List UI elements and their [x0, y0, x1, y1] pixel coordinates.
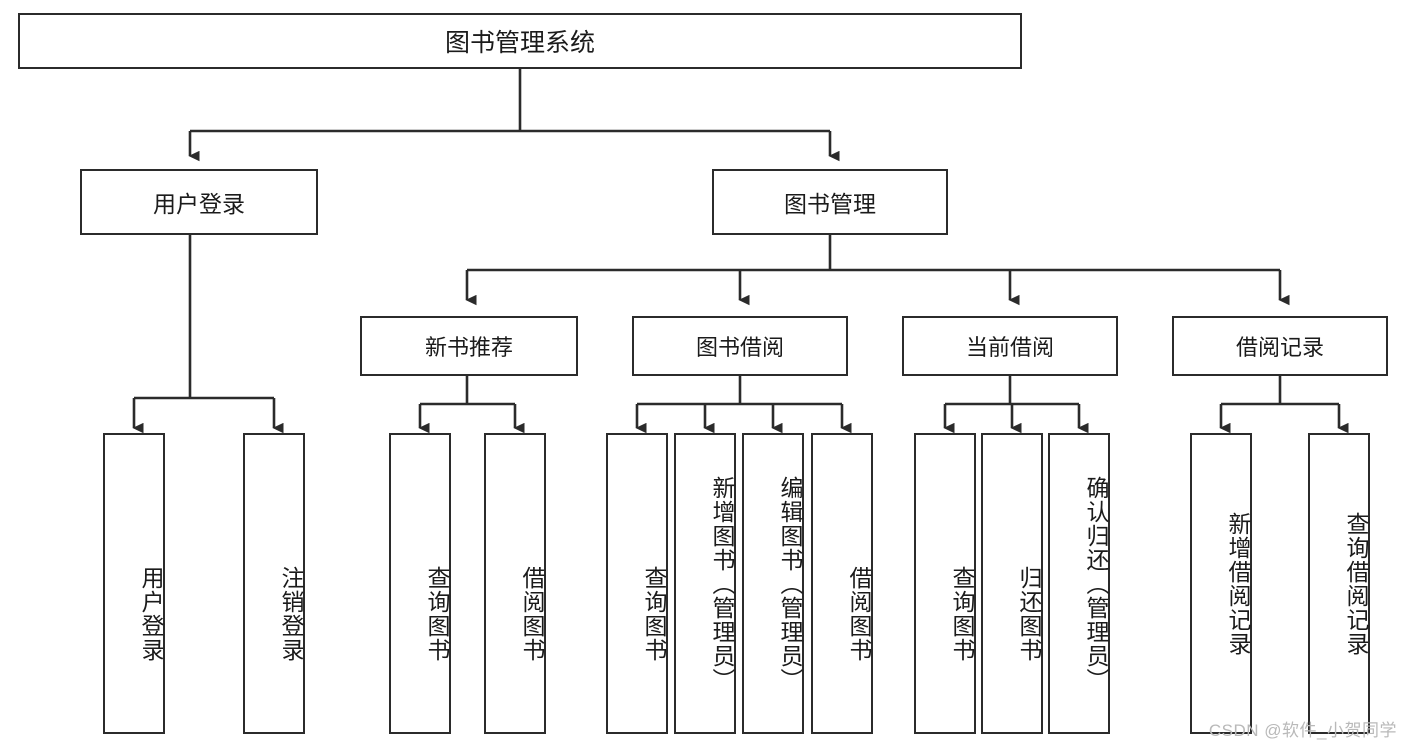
- node-book-management[interactable]: 图书管理: [712, 169, 948, 235]
- node-leaf-borrow-book-recommend[interactable]: 借阅图书: [484, 433, 546, 734]
- watermark: CSDN @软件_小贺同学: [1208, 721, 1397, 740]
- node-leaf-query-book-borrow[interactable]: 查询图书: [606, 433, 668, 734]
- node-leaf-return-book[interactable]: 归还图书: [981, 433, 1043, 734]
- node-leaf-borrow-book[interactable]: 借阅图书: [811, 433, 873, 734]
- node-label: 查询图书: [424, 565, 450, 662]
- node-book-borrow[interactable]: 图书借阅: [632, 316, 848, 376]
- node-label: 借阅记录: [1235, 335, 1324, 360]
- node-label: 借阅图书: [519, 565, 545, 662]
- node-leaf-query-book-recommend[interactable]: 查询图书: [389, 433, 451, 734]
- node-new-book-recommend[interactable]: 新书推荐: [360, 316, 578, 376]
- node-label: 查询图书: [641, 565, 667, 662]
- node-leaf-add-book-admin[interactable]: 新增图书（管理员）: [674, 433, 736, 734]
- node-label: 归还图书: [1016, 565, 1042, 662]
- node-label: 新增图书（管理员）: [709, 475, 735, 692]
- node-root-book-management-system[interactable]: 图书管理系统: [18, 13, 1022, 69]
- node-label: 图书管理: [784, 191, 876, 217]
- node-leaf-add-borrow-record[interactable]: 新增借阅记录: [1190, 433, 1252, 734]
- node-label: 图书管理系统: [444, 29, 595, 57]
- node-leaf-user-login[interactable]: 用户登录: [103, 433, 165, 734]
- node-label: 用户登录: [153, 191, 245, 217]
- node-borrow-record[interactable]: 借阅记录: [1172, 316, 1388, 376]
- node-label: 借阅图书: [846, 565, 872, 662]
- node-label: 图书借阅: [695, 335, 784, 360]
- node-label: 查询图书: [949, 565, 975, 662]
- node-label: 注销登录: [278, 565, 304, 662]
- node-label: 用户登录: [138, 565, 164, 662]
- node-label: 确认归还（管理员）: [1083, 475, 1109, 692]
- node-leaf-logout[interactable]: 注销登录: [243, 433, 305, 734]
- node-leaf-edit-book-admin[interactable]: 编辑图书（管理员）: [742, 433, 804, 734]
- node-label: 编辑图书（管理员）: [777, 475, 803, 692]
- node-current-borrow[interactable]: 当前借阅: [902, 316, 1118, 376]
- node-label: 新增借阅记录: [1225, 511, 1251, 656]
- node-label: 当前借阅: [965, 335, 1054, 360]
- node-leaf-query-borrow-record[interactable]: 查询借阅记录: [1308, 433, 1370, 734]
- node-user-login[interactable]: 用户登录: [80, 169, 318, 235]
- node-label: 查询借阅记录: [1343, 511, 1369, 656]
- node-leaf-query-book-current[interactable]: 查询图书: [914, 433, 976, 734]
- node-leaf-confirm-return-admin[interactable]: 确认归还（管理员）: [1048, 433, 1110, 734]
- node-label: 新书推荐: [424, 335, 513, 360]
